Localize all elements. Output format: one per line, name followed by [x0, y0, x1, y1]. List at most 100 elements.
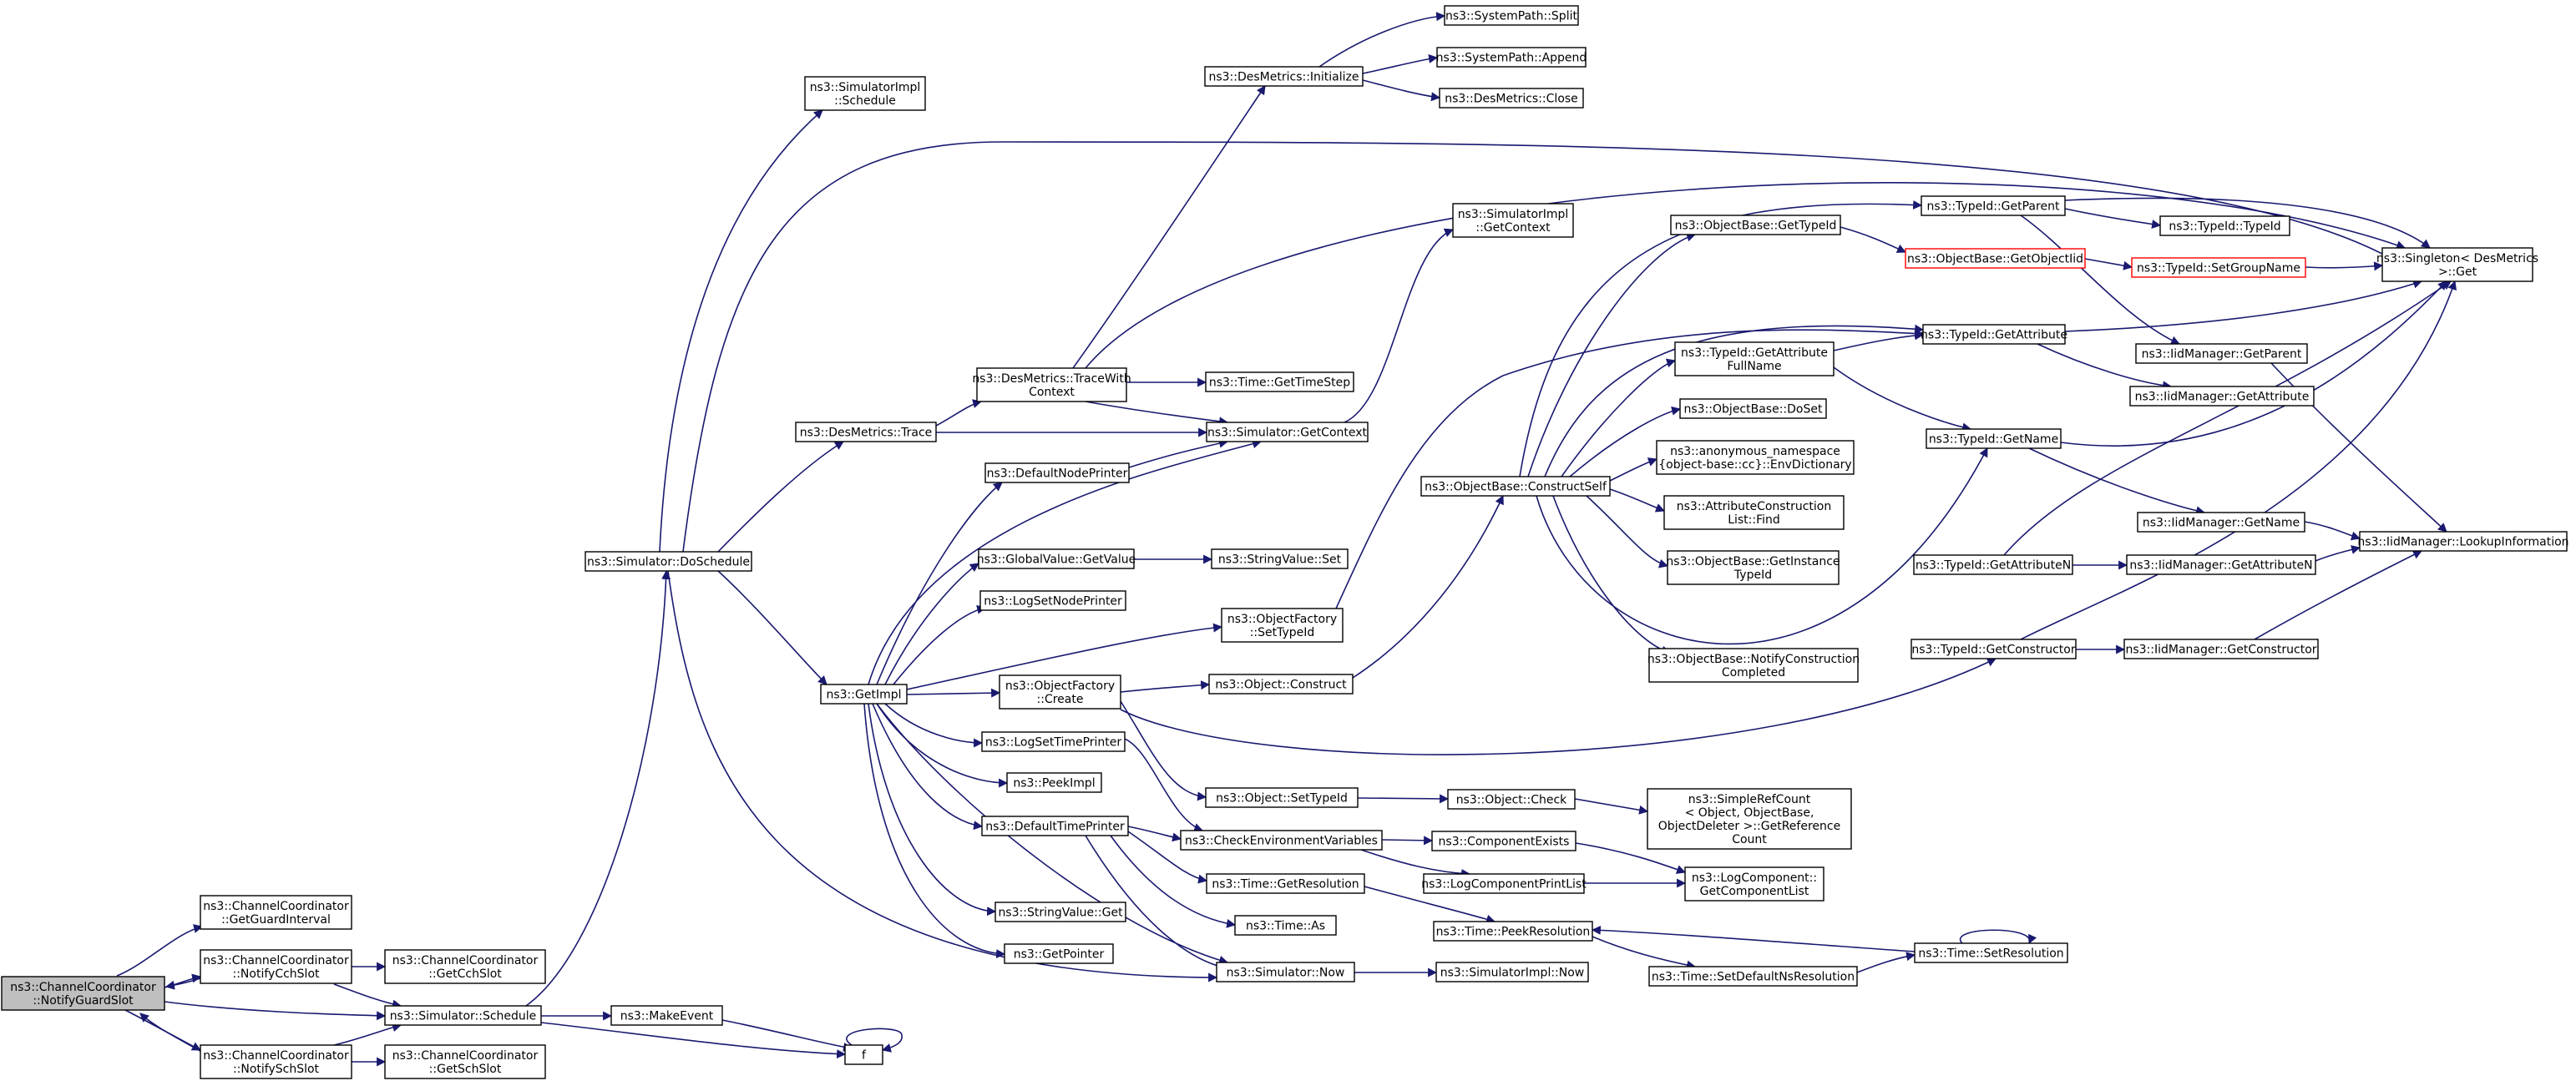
function-node-simGetContext[interactable]: ns3::Simulator::GetContext — [1206, 422, 1369, 442]
function-node-desInitialize[interactable]: ns3::DesMetrics::Initialize — [1204, 66, 1364, 87]
function-node-timeAs[interactable]: ns3::Time::As — [1234, 915, 1337, 936]
function-node-objBaseGetObjectIid[interactable]: ns3::ObjectBase::GetObjectIid — [1905, 248, 2086, 269]
function-node-timeGetResolution[interactable]: ns3::Time::GetResolution — [1206, 873, 1365, 894]
function-node-sysSplit[interactable]: ns3::SystemPath::Split — [1444, 5, 1579, 26]
function-node-getImpl[interactable]: ns3::GetImpl — [820, 684, 908, 705]
call-arrow — [1609, 488, 1666, 513]
function-node-iidGetAttribute[interactable]: ns3::IidManager::GetAttribute — [2129, 386, 2315, 407]
function-node-typeIdGetParent[interactable]: ns3::TypeId::GetParent — [1921, 195, 2066, 216]
function-node-box — [1431, 831, 1576, 851]
function-node-componentExists[interactable]: ns3::ComponentExists — [1431, 831, 1576, 851]
function-node-label: ns3::ObjectBase::NotifyConstruction — [1647, 653, 1860, 666]
function-node-typeIdGetAttributeN[interactable]: ns3::TypeId::GetAttributeN — [1913, 554, 2073, 575]
function-node-iidGetConstructor[interactable]: ns3::IidManager::GetConstructor — [2123, 639, 2319, 659]
call-arrow — [1959, 929, 2037, 945]
function-node-desTrace[interactable]: ns3::DesMetrics::Trace — [795, 422, 937, 442]
function-node-label: ::SetTypeId — [1250, 626, 1315, 639]
function-node-f[interactable]: f — [844, 1044, 883, 1065]
function-node-label: ns3::LogComponent:: — [1692, 871, 1817, 885]
call-arrow — [893, 604, 987, 685]
function-node-simDoSchedule[interactable]: ns3::Simulator::DoSchedule — [585, 551, 752, 572]
function-node-logSetNodePrinter[interactable]: ns3::LogSetNodePrinter — [979, 590, 1126, 611]
function-node-label: ns3::CheckEnvironmentVariables — [1185, 835, 1378, 848]
function-node-typeIdGetConstructor[interactable]: ns3::TypeId::GetConstructor — [1910, 639, 2077, 659]
function-node-simImplGetContext[interactable]: ns3::SimulatorImpl::GetContext — [1452, 203, 1574, 238]
function-node-box — [1433, 921, 1593, 942]
function-node-objBaseDoSet[interactable]: ns3::ObjectBase::DoSet — [1679, 398, 1827, 419]
function-node-label: ::NotifySchSlot — [233, 1063, 320, 1076]
call-edge-desTrace-to-desTraceWithContext — [935, 399, 983, 427]
function-node-getSchSlot[interactable]: ns3::ChannelCoordinator::GetSchSlot — [384, 1044, 546, 1079]
function-node-iidGetParent[interactable]: ns3::IidManager::GetParent — [2135, 343, 2308, 364]
call-arrow — [1561, 358, 1677, 477]
function-node-objectSetTypeId[interactable]: ns3::Object::SetTypeId — [1205, 787, 1359, 808]
function-node-typeIdSetGroupName[interactable]: ns3::TypeId::SetGroupName — [2131, 257, 2306, 278]
function-node-globalValueGetValue[interactable]: ns3::GlobalValue::GetValue — [977, 548, 1136, 569]
function-node-iidGetName[interactable]: ns3::IidManager::GetName — [2137, 512, 2305, 533]
function-node-checkEnvVars[interactable]: ns3::CheckEnvironmentVariables — [1180, 830, 1383, 851]
function-node-typeIdTypeId[interactable]: ns3::TypeId::TypeId — [2159, 215, 2290, 236]
function-node-objectCheck[interactable]: ns3::Object::Check — [1447, 789, 1576, 810]
call-arrow — [2028, 447, 2206, 516]
call-arrow — [1833, 366, 1972, 432]
function-node-timePeekResolution[interactable]: ns3::Time::PeekResolution — [1433, 921, 1593, 942]
call-edge-makeEvent-to-f — [721, 1019, 853, 1052]
function-node-defaultTimePrinter[interactable]: ns3::DefaultTimePrinter — [981, 816, 1129, 836]
function-node-iidGetAttributeN[interactable]: ns3::IidManager::GetAttributeN — [2126, 554, 2316, 575]
function-node-logCompGetList[interactable]: ns3::LogComponent::GetComponentList — [1684, 866, 1824, 902]
function-node-simSchedule[interactable]: ns3::Simulator::Schedule — [384, 1005, 542, 1026]
function-node-typeIdGetAttribute[interactable]: ns3::TypeId::GetAttribute — [1921, 324, 2067, 345]
function-node-notifySchSlot[interactable]: ns3::ChannelCoordinator::NotifySchSlot — [200, 1044, 352, 1079]
function-node-objectConstruct[interactable]: ns3::Object::Construct — [1208, 674, 1354, 695]
function-node-typeIdGetName[interactable]: ns3::TypeId::GetName — [1926, 428, 2062, 449]
function-node-getCchSlot[interactable]: ns3::ChannelCoordinator::GetCchSlot — [384, 949, 546, 984]
function-node-singletonGet[interactable]: ns3::Singleton< DesMetrics >::Get — [2376, 247, 2538, 282]
function-node-sysAppend[interactable]: ns3::SystemPath::Append — [1436, 47, 1587, 68]
function-node-label: ns3::DesMetrics::Trace — [800, 427, 933, 440]
function-node-notifyCchSlot[interactable]: ns3::ChannelCoordinator::NotifyCchSlot — [200, 949, 352, 984]
function-node-iidLookupInformation[interactable]: ns3::IidManager::LookupInformation — [2357, 531, 2569, 552]
function-node-timeGetTimeStep[interactable]: ns3::Time::GetTimeStep — [1205, 371, 1354, 392]
function-node-label: ns3::TypeId::GetAttributeN — [1916, 559, 2071, 573]
call-arrow — [1586, 495, 1669, 568]
call-arrow — [1120, 700, 1207, 801]
function-node-objFactoryCreate[interactable]: ns3::ObjectFactory::Create — [999, 674, 1121, 710]
function-node-label: ns3::ObjectBase::GetInstance — [1666, 555, 1840, 568]
function-node-objBaseGetTypeId[interactable]: ns3::ObjectBase::GetTypeId — [1670, 215, 1841, 235]
call-edge-getImpl-to-stringValueGet — [868, 703, 997, 917]
call-arrow — [1833, 331, 1925, 351]
function-node-simpleRefCount[interactable]: ns3::SimpleRefCount< Object, ObjectBase,… — [1647, 788, 1852, 850]
function-node-envDictionary[interactable]: ns3::anonymous_namespace{object-base::cc… — [1656, 440, 1855, 475]
function-node-logComponentPrintList[interactable]: ns3::LogComponentPrintList — [1421, 873, 1587, 894]
function-node-peekImpl[interactable]: ns3::PeekImpl — [1006, 772, 1102, 793]
function-node-desClose[interactable]: ns3::DesMetrics::Close — [1439, 88, 1584, 109]
function-node-box — [610, 1005, 723, 1026]
function-node-getPointer[interactable]: ns3::GetPointer — [1004, 943, 1114, 964]
function-node-box — [1420, 476, 1611, 497]
function-node-defaultNodePrinter[interactable]: ns3::DefaultNodePrinter — [984, 462, 1130, 483]
function-node-simImplNow[interactable]: ns3::SimulatorImpl::Now — [1435, 962, 1589, 982]
function-node-logSetTimePrinter[interactable]: ns3::LogSetTimePrinter — [981, 731, 1126, 752]
function-node-simImplSchedule[interactable]: ns3::SimulatorImpl::Schedule — [804, 76, 926, 111]
function-node-objBaseConstructSelf[interactable]: ns3::ObjectBase::ConstructSelf — [1420, 476, 1611, 497]
function-node-objBaseNotifyConstruction[interactable]: ns3::ObjectBase::NotifyConstructionCompl… — [1647, 648, 1860, 683]
function-node-makeEvent[interactable]: ns3::MakeEvent — [610, 1005, 723, 1026]
function-node-simNow[interactable]: ns3::Simulator::Now — [1216, 962, 1355, 982]
function-node-label: List::Find — [1728, 513, 1780, 527]
function-node-label: {object-base::cc}::EnvDictionary — [1658, 458, 1851, 472]
function-node-stringValueGet[interactable]: ns3::StringValue::Get — [994, 902, 1126, 922]
function-node-timeSetDefaultNs[interactable]: ns3::Time::SetDefaultNsResolution — [1648, 966, 1858, 987]
function-node-box — [2381, 247, 2533, 282]
function-node-notifyGuardSlot[interactable]: ns3::ChannelCoordinator::NotifyGuardSlot — [1, 976, 165, 1011]
function-node-stringValueSet[interactable]: ns3::StringValue::Set — [1211, 548, 1349, 569]
call-edge-objectSetTypeId-to-objectCheck — [1357, 794, 1450, 804]
call-arrow — [1544, 324, 1925, 477]
function-node-objFactorySetTypeId[interactable]: ns3::ObjectFactory::SetTypeId — [1221, 608, 1344, 643]
function-node-getGuardInterval[interactable]: ns3::ChannelCoordinator::GetGuardInterva… — [200, 895, 352, 930]
function-node-timeSetResolution[interactable]: ns3::Time::SetResolution — [1914, 942, 2068, 963]
call-arrow — [1592, 936, 1697, 970]
